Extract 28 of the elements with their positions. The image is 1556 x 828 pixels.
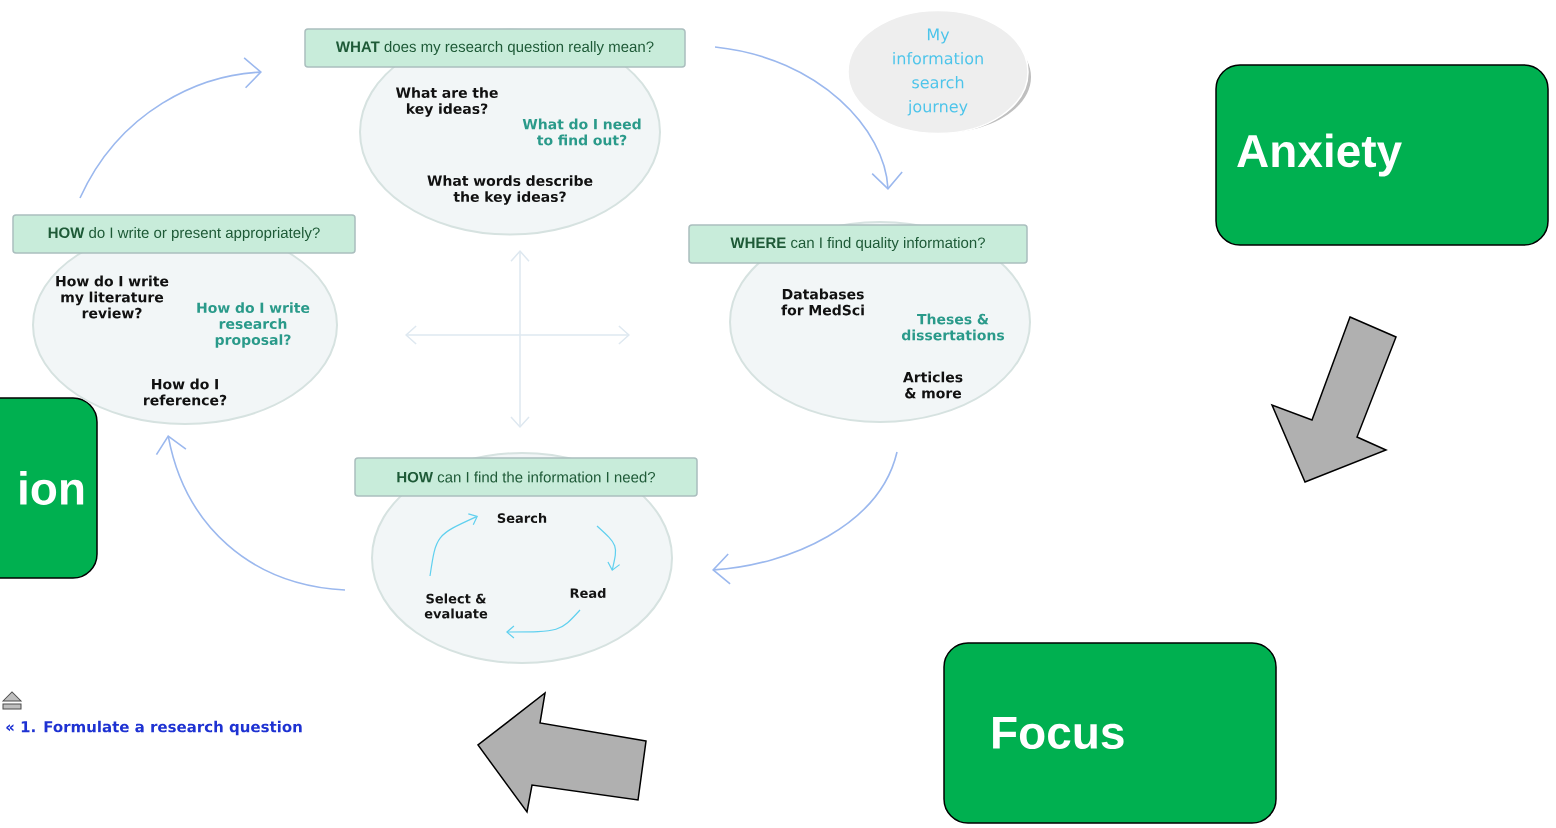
back-link: « 1. Formulate a research question (6, 720, 302, 736)
speech-bubble: My information search journey (847, 9, 1031, 135)
arrow (712, 451, 898, 585)
question-text: What words describe the key ideas? (427, 175, 593, 205)
step-text: Read (570, 587, 606, 599)
step-text: Search (497, 512, 547, 524)
header-banner: WHERE can I find quality information? (688, 224, 1028, 264)
question-text: What do I need to find out? (522, 118, 641, 146)
process-box: ion (0, 397, 98, 579)
process-box: Focus (943, 642, 1277, 824)
arrow (79, 57, 262, 199)
process-box: Anxiety (1215, 64, 1549, 246)
question-text: Theses & dissertations (901, 313, 1005, 341)
arrow (155, 435, 346, 591)
question-text: What are the key ideas? (396, 87, 498, 117)
arrow (596, 525, 621, 571)
header-banner: HOW can I find the information I need? (354, 457, 698, 497)
question-text: Databases for MedSci (781, 288, 864, 316)
question-text: How do I write my literature review? (56, 275, 169, 319)
header-banner: HOW do I write or present appropriately? (12, 214, 356, 254)
arrow (506, 609, 581, 639)
question-text: How do I write research proposal? (197, 302, 310, 348)
question-text: How do I reference? (144, 378, 227, 406)
header-banner: WHAT does my research question really mean? (304, 28, 686, 68)
arrow (429, 513, 478, 577)
step-text: Select & evaluate (424, 593, 488, 619)
question-text: Articles & more (903, 371, 963, 399)
arrow (714, 46, 903, 190)
